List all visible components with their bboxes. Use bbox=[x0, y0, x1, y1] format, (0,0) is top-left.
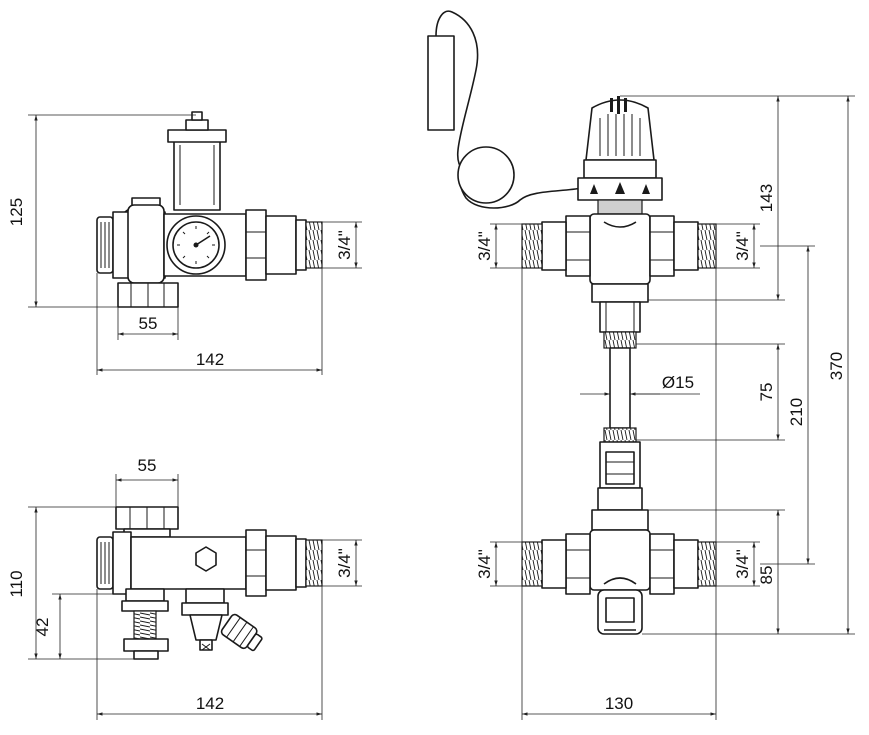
dim-thread-right-tl: 3/4" bbox=[475, 231, 494, 261]
dim-diameter-15: Ø15 bbox=[662, 373, 694, 392]
dim-thread-right-tr: 3/4" bbox=[733, 231, 752, 261]
right-dimensions bbox=[490, 95, 855, 720]
dim-thread-top-left: 3/4" bbox=[335, 230, 354, 260]
dim-210: 210 bbox=[787, 398, 806, 426]
dim-75: 75 bbox=[757, 383, 776, 402]
dim-85: 85 bbox=[757, 566, 776, 585]
dim-370: 370 bbox=[827, 352, 846, 380]
dim-130: 130 bbox=[605, 694, 633, 713]
dim-55-bottom: 55 bbox=[138, 456, 157, 475]
bottom-left-dimensions bbox=[28, 474, 362, 720]
dim-110: 110 bbox=[7, 570, 26, 597]
dim-142-top: 142 bbox=[196, 350, 224, 369]
top-left-dimensions bbox=[28, 114, 362, 375]
dim-thread-right-bl: 3/4" bbox=[475, 549, 494, 579]
bottom-left-view bbox=[96, 506, 323, 660]
right-view bbox=[427, 10, 717, 635]
dim-55-top: 55 bbox=[139, 314, 158, 333]
dim-125: 125 bbox=[7, 198, 26, 226]
dim-42: 42 bbox=[33, 618, 52, 637]
dim-thread-bottom-left: 3/4" bbox=[335, 548, 354, 578]
dim-143: 143 bbox=[757, 184, 776, 212]
dim-thread-right-br: 3/4" bbox=[733, 549, 752, 579]
top-left-view bbox=[96, 111, 323, 308]
dim-142-bottom: 142 bbox=[196, 694, 224, 713]
